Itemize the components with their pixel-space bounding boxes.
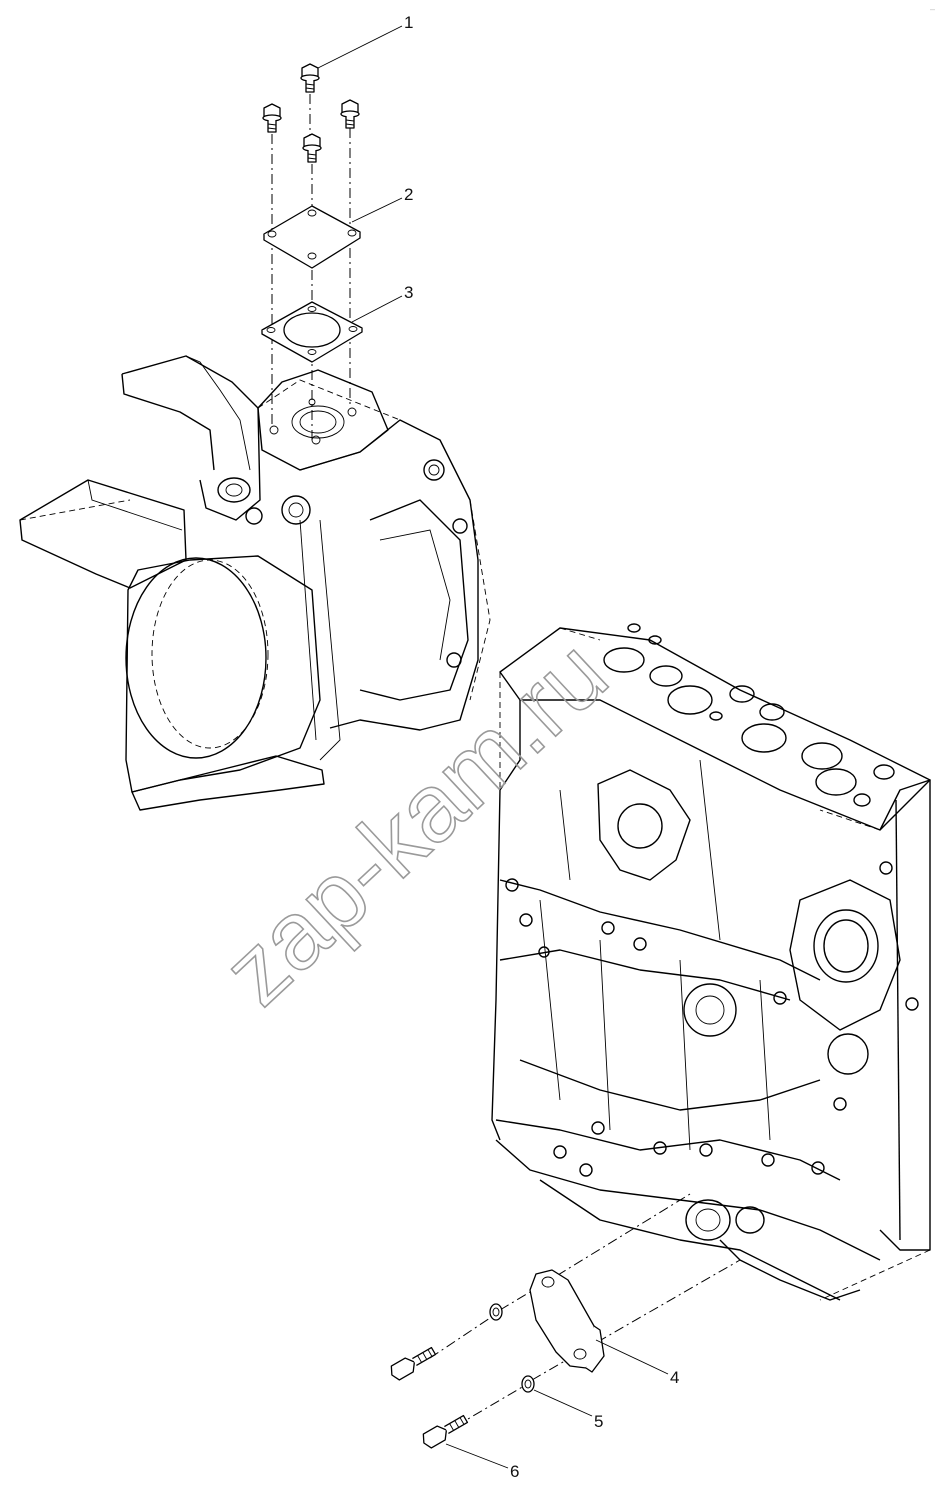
leader-line-2 — [351, 197, 403, 223]
callout-1: 1 — [404, 13, 413, 32]
washer-icon — [489, 1303, 535, 1393]
leader-line-4 — [595, 1339, 669, 1375]
leader-line-6 — [445, 1443, 509, 1469]
cover-plate-icon — [263, 205, 361, 269]
callouts: 1 2 3 4 5 6 — [317, 13, 679, 1481]
hex-bolt-icon — [390, 1346, 469, 1449]
callout-6: 6 — [510, 1462, 519, 1481]
callout-5: 5 — [594, 1412, 603, 1431]
cylinder-block — [491, 623, 931, 1301]
flywheel-housing — [19, 355, 491, 811]
callout-4: 4 — [670, 1368, 679, 1387]
leader-line-5 — [533, 1389, 593, 1417]
callout-2: 2 — [404, 185, 413, 204]
callout-3: 3 — [404, 283, 413, 302]
flange-bolt-icon — [262, 63, 360, 163]
side-cover-plate-icon — [529, 1269, 605, 1373]
gasket-icon — [261, 301, 363, 363]
leader-line-1 — [317, 25, 403, 69]
corner-mark: – — [930, 4, 935, 14]
leader-line-3 — [351, 295, 403, 323]
